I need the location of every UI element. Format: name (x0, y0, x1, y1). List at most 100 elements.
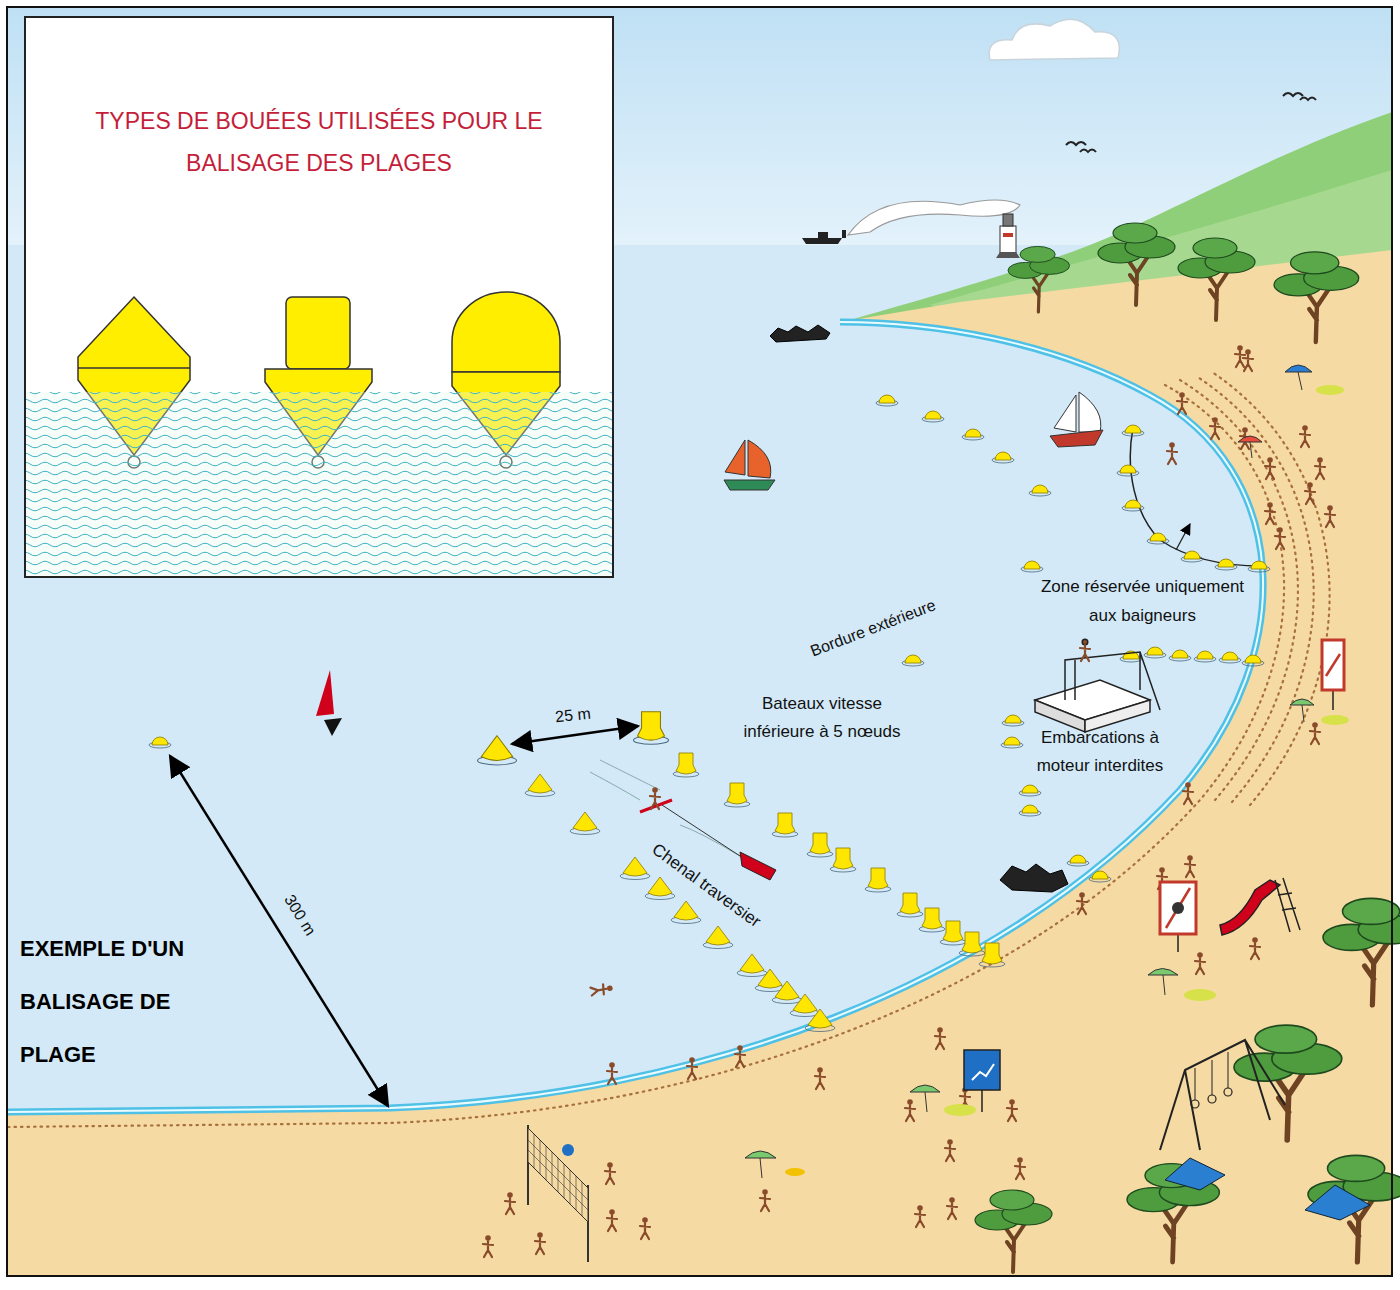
cone-buoys (478, 736, 836, 1032)
signs (964, 1050, 1000, 1090)
people (590, 983, 613, 997)
cone-buoys (755, 969, 785, 992)
raft (1080, 639, 1090, 661)
can-buoys (959, 932, 985, 956)
people (640, 1217, 650, 1239)
sailboat (316, 670, 342, 736)
signs (1160, 882, 1196, 934)
inset-water (26, 392, 612, 576)
swings (1160, 1040, 1285, 1150)
spherical-buoys (1067, 855, 1089, 866)
spherical-buoys (149, 737, 171, 748)
spherical-buoys (1001, 737, 1023, 748)
sea (8, 245, 1392, 1276)
birds (1066, 142, 1086, 145)
umbrellas (760, 1158, 762, 1178)
people (735, 1045, 745, 1067)
can-buoys (897, 893, 923, 917)
trees (1323, 898, 1400, 1005)
trees (1178, 238, 1255, 320)
trees (1098, 223, 1175, 305)
spherical-buoys (1144, 647, 1166, 658)
umbrellas (1250, 442, 1252, 458)
people (607, 1209, 617, 1231)
motorboat (590, 760, 740, 856)
sailboat (1050, 430, 1103, 447)
umbrellas (1316, 385, 1344, 395)
trees (1008, 246, 1070, 312)
umbrellas (1298, 372, 1302, 390)
cone-buoys (703, 926, 733, 949)
spherical-buoys (1147, 533, 1169, 544)
ship (802, 200, 1020, 244)
can-buoys (865, 868, 891, 892)
cloud (989, 19, 1119, 60)
people (760, 1189, 770, 1211)
cone-buoys (737, 954, 767, 977)
umbrellas (1302, 705, 1304, 722)
diagram-title: EXEMPLE D'UN BALISAGE DE PLAGE (20, 922, 235, 1081)
cone-buoys (570, 812, 600, 835)
sailboat (324, 718, 342, 736)
spherical-buoys (1219, 652, 1241, 663)
motorboat (650, 787, 660, 809)
umbrellas (1148, 969, 1178, 976)
lighthouse (996, 214, 1020, 258)
spherical-buoys (1194, 651, 1216, 662)
birds (1080, 150, 1096, 153)
volleyball-net (528, 1134, 588, 1216)
people (1325, 505, 1335, 527)
umbrellas (1163, 975, 1165, 995)
spherical-buoys (1117, 465, 1139, 476)
people (605, 1162, 615, 1184)
signs (964, 640, 1344, 1112)
ship (842, 230, 846, 238)
motorboat (662, 805, 740, 856)
lighthouse (1003, 233, 1013, 237)
swings (1191, 1100, 1199, 1108)
cone-buoys (620, 857, 650, 880)
zone-label: Bateaux vitesse inférieure à 5 nœuds (742, 690, 902, 746)
can-buoys (724, 783, 750, 807)
signs (1322, 640, 1344, 690)
can-buoys (830, 848, 856, 872)
people (607, 1062, 617, 1084)
people (1265, 502, 1275, 524)
zone-label: Zone réservée uniquement aux baigneurs (1025, 572, 1260, 630)
sailboat (316, 670, 334, 716)
people (1305, 482, 1315, 504)
zone-label: Chenal traversier (648, 840, 765, 933)
signs (1177, 935, 1179, 952)
sailboat (1050, 392, 1103, 447)
sand (8, 250, 1392, 1276)
cone-buoys (525, 774, 555, 797)
birds (1283, 93, 1303, 96)
arrow (1176, 524, 1190, 550)
ship (848, 200, 1020, 235)
people (1310, 722, 1320, 744)
spherical-buoys (1002, 715, 1024, 726)
cloud (989, 19, 1119, 60)
people (1235, 345, 1245, 367)
spherical-buoys (962, 429, 984, 440)
rocks (1000, 864, 1068, 892)
cone-buoys (805, 1009, 835, 1032)
volleyball-net (528, 1125, 588, 1262)
ship (802, 238, 842, 244)
tents (1165, 1158, 1370, 1220)
can-buoys (940, 921, 966, 945)
zone-label: Bordure extérieure (808, 595, 939, 660)
buoy-types (286, 297, 350, 369)
signs (981, 1090, 983, 1112)
spherical-buoys (1181, 551, 1203, 562)
slide (1220, 880, 1280, 935)
sailboat (724, 440, 775, 490)
people (947, 1197, 957, 1219)
swings (1195, 1052, 1228, 1100)
spherical-buoys (1021, 561, 1043, 572)
sailboat (724, 480, 775, 490)
people (1210, 417, 1220, 439)
people (1183, 782, 1193, 804)
umbrellas (1321, 715, 1349, 725)
